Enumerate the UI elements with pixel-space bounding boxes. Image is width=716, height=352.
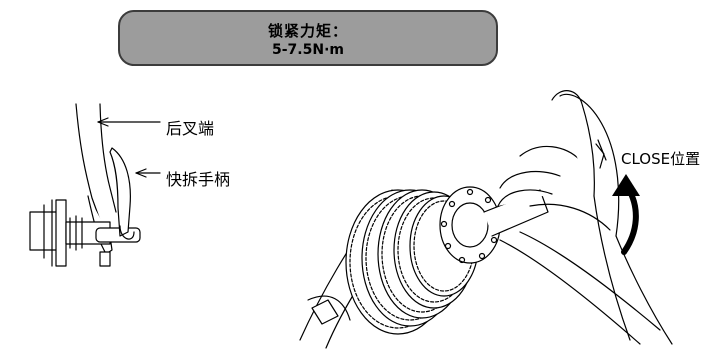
quick-release-lever-label: 快拆手柄: [166, 170, 231, 189]
right-hand-illustration: [299, 90, 673, 349]
left-detail-illustration: [29, 103, 161, 267]
close-position-label: CLOSE位置: [621, 150, 701, 168]
torque-title: 锁紧力矩：: [267, 22, 348, 40]
dropout-label: 后叉端: [166, 119, 215, 138]
torque-value: 5-7.5N·m: [272, 42, 344, 58]
curved-arrow-up-icon: [612, 174, 640, 255]
hub-flange: [439, 186, 501, 264]
torque-spec-box: 锁紧力矩： 5-7.5N·m: [118, 10, 498, 66]
